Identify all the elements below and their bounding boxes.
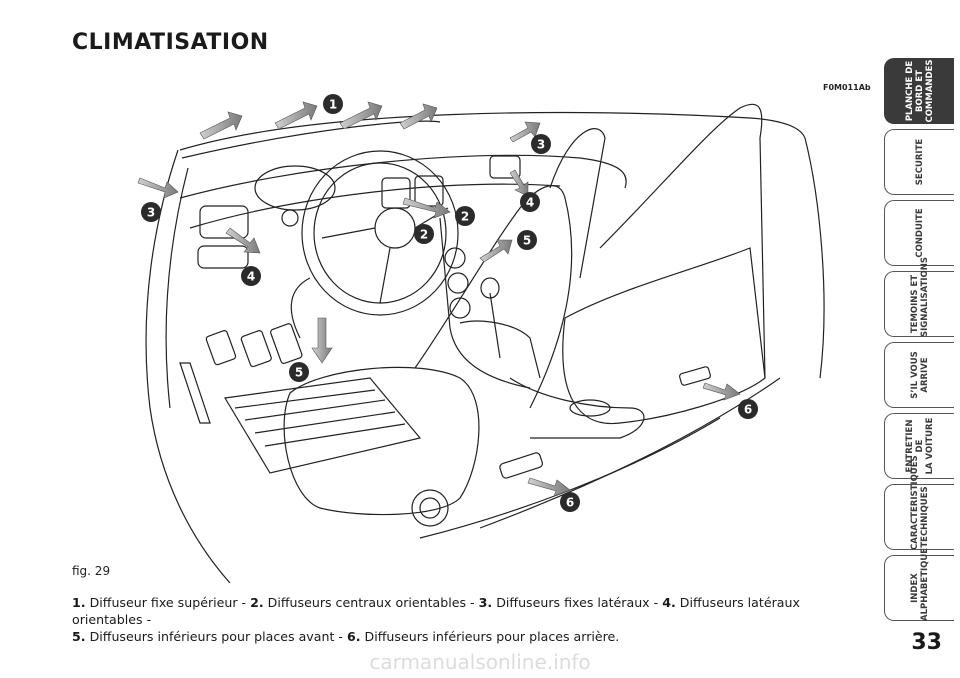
airflow-arrow-icon <box>399 103 438 130</box>
figure-label: fig. 29 <box>72 564 111 578</box>
tab-entretien[interactable]: ENTRETIEN DE LA VOITURE <box>884 413 954 479</box>
page-title: CLIMATISATION <box>72 30 269 55</box>
tab-securite[interactable]: SECURITE <box>884 129 954 195</box>
vents-illustration: 1 2 2 3 3 4 4 <box>60 78 868 583</box>
callout-label: 4 <box>247 270 255 284</box>
callout-number-icon: 4 <box>241 266 261 286</box>
tab-temoins[interactable]: TEMOINS ET SIGNALISATIONS <box>884 257 954 337</box>
caption-text: Diffuseur fixe supérieur - <box>89 595 247 610</box>
page-number: 33 <box>911 630 942 655</box>
tab-sil-vous-arrive[interactable]: S’IL VOUS ARRIVE <box>884 342 954 408</box>
callout-label: 2 <box>461 210 469 224</box>
caption-item: 1. Diffuseur fixe supérieur - <box>72 595 250 610</box>
caption-text: Diffuseurs fixes latéraux - <box>496 595 659 610</box>
caption-item: 4. Diffuseurs latéraux orientables - <box>72 595 800 627</box>
callout-label: 2 <box>420 228 428 242</box>
caption-number: 4. <box>662 595 676 610</box>
airflow-arrow-icon <box>509 121 541 143</box>
tab-conduite[interactable]: CONDUITE <box>884 200 954 266</box>
caption-number: 2. <box>250 595 264 610</box>
airflow-arrow-icon <box>311 317 333 364</box>
airflow-arrow-icon <box>527 477 571 497</box>
caption-item: 2. Diffuseurs centraux orientables - <box>250 595 479 610</box>
callout-label: 6 <box>566 496 574 510</box>
tab-label: S’IL VOUS ARRIVE <box>909 351 930 399</box>
section-sidebar: PLANCHE DE BORD ET COMMANDES SECURITE CO… <box>884 58 960 626</box>
watermark: carmanualsonline.info <box>369 650 591 674</box>
car-interior-drawing: 1 2 2 3 3 4 4 <box>137 94 825 583</box>
callout-number-icon: 3 <box>141 202 161 222</box>
callout-number-icon: 5 <box>289 362 309 382</box>
caption-text: Diffuseurs centraux orientables - <box>267 595 475 610</box>
airflow-arrow-icon <box>402 197 451 219</box>
callout-number-icon: 1 <box>323 94 343 114</box>
caption-text: Diffuseurs inférieurs pour places avant … <box>89 629 343 644</box>
callout-number-icon: 2 <box>414 224 434 244</box>
caption-item: 5. Diffuseurs inférieurs pour places ava… <box>72 629 347 644</box>
caption-number: 6. <box>346 629 361 644</box>
caption-text: Diffuseurs latéraux orientables - <box>72 595 800 627</box>
tab-index[interactable]: INDEX ALPHABETIQUE <box>884 547 954 621</box>
callout-label: 6 <box>744 403 752 417</box>
caption-number: 3. <box>478 595 493 610</box>
callout-label: 3 <box>537 138 545 152</box>
tab-planche-de-bord[interactable]: PLANCHE DE BORD ET COMMANDES <box>884 58 954 124</box>
callout-label: 5 <box>523 234 531 248</box>
tab-label: CARACTERISTIQUES TECHNIQUES <box>909 455 930 550</box>
callouts: 1 2 2 3 3 4 4 <box>141 94 758 512</box>
airflow-arrow-icon <box>199 111 243 140</box>
callout-label: 1 <box>329 98 337 112</box>
callout-label: 5 <box>295 366 303 380</box>
airflow-arrow-icon <box>339 101 383 130</box>
airflow-arrow-icon <box>702 382 741 401</box>
callout-number-icon: 5 <box>517 230 537 250</box>
caption-item: 3. Diffuseurs fixes latéraux - <box>479 595 663 610</box>
callout-number-icon: 2 <box>455 206 475 226</box>
car-outline <box>145 103 825 583</box>
figure-caption: 1. Diffuseur fixe supérieur - 2. Diffuse… <box>72 594 872 645</box>
callout-label: 3 <box>147 206 155 220</box>
tab-label: PLANCHE DE BORD ET COMMANDES <box>904 59 935 123</box>
tab-label: SECURITE <box>914 138 925 186</box>
callout-number-icon: 6 <box>738 399 758 419</box>
airflow-arrow-icon <box>225 227 261 254</box>
tab-label: INDEX ALPHABETIQUE <box>909 547 930 621</box>
callout-number-icon: 4 <box>520 192 540 212</box>
airflow-arrow-icon <box>479 239 513 263</box>
airflow-arrows <box>137 101 741 497</box>
caption-text: Diffuseurs inférieurs pour places arrièr… <box>364 629 620 644</box>
airflow-arrow-icon <box>137 177 179 199</box>
caption-number: 1. <box>72 595 86 610</box>
callout-number-icon: 3 <box>531 134 551 154</box>
callout-number-icon: 6 <box>560 492 580 512</box>
airflow-arrow-icon <box>509 169 529 197</box>
tab-caracteristiques[interactable]: CARACTERISTIQUES TECHNIQUES <box>884 455 954 550</box>
figure-code: F0M011Ab <box>823 83 871 92</box>
airflow-arrow-icon <box>274 101 318 130</box>
caption-number: 5. <box>72 629 86 644</box>
callout-label: 4 <box>526 196 534 210</box>
caption-item: 6. Diffuseurs inférieurs pour places arr… <box>347 629 619 644</box>
tab-label: TEMOINS ET SIGNALISATIONS <box>909 257 930 337</box>
